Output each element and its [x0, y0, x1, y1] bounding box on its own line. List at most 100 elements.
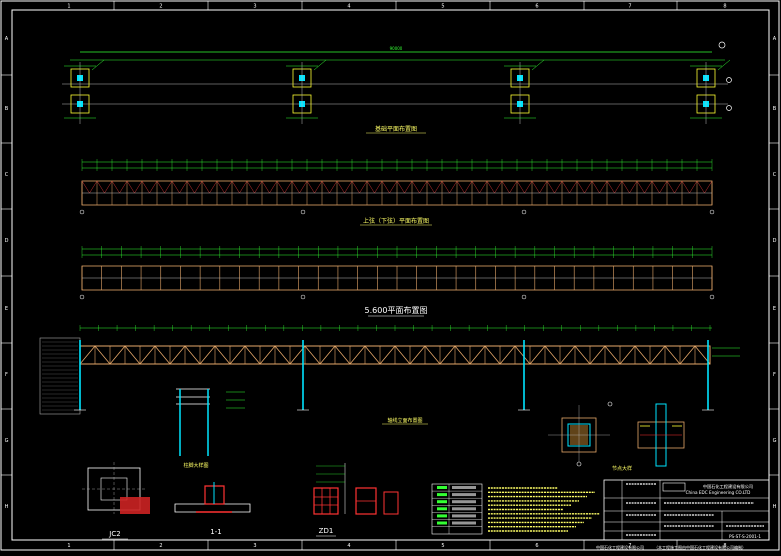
truss-diagonal: [499, 345, 516, 365]
leader-line: [717, 59, 731, 71]
schedule-cell-mark: [437, 486, 447, 489]
web-member: [644, 180, 653, 194]
truss-diagonal: [94, 345, 111, 365]
column-tick-label: 4: [347, 4, 350, 10]
jc2-label: JC2: [108, 530, 120, 538]
web-member: [321, 180, 330, 194]
row-tick-label: F: [773, 372, 776, 378]
web-member: [261, 180, 270, 194]
truss-diagonal: [139, 345, 156, 365]
plan1-title: 基础平面布置图: [375, 125, 417, 133]
web-member: [674, 180, 683, 194]
truss-diagonal: [454, 345, 471, 365]
section-11-label: 1-1: [210, 528, 221, 536]
web-member: [374, 180, 383, 194]
row-tick-label: G: [5, 438, 9, 444]
truss-diagonal: [379, 345, 396, 365]
foundation-plan: 90000 基础平面布置图: [62, 41, 732, 134]
axis-bubble: [718, 41, 726, 49]
web-member: [434, 180, 443, 194]
web-member: [599, 180, 608, 194]
truss-diagonal: [439, 345, 456, 365]
web-member: [179, 180, 188, 194]
truss-diagonal: [229, 345, 246, 365]
truss-diagonal: [349, 345, 366, 365]
truss-diagonal: [214, 345, 231, 365]
truss-diagonal: [169, 345, 186, 365]
company-name-cn: 中国石化工程建设有限公司: [703, 483, 753, 490]
leader-line: [91, 59, 105, 71]
web-member: [509, 180, 518, 194]
web-member: [516, 180, 525, 194]
truss-diagonal: [319, 345, 336, 365]
column-tick-label: 3: [253, 4, 256, 10]
truss-diagonal: [274, 345, 291, 365]
axis-bubble: [521, 209, 527, 215]
truss-diagonal: [574, 345, 591, 365]
truss-diagonal: [124, 345, 141, 365]
web-member: [231, 180, 240, 194]
web-member: [704, 180, 713, 194]
schedule-cell-mark: [452, 486, 476, 489]
inner-border: [11, 9, 770, 541]
elevation-view: 轴线立面布置图: [39, 325, 740, 425]
web-member: [81, 180, 90, 194]
web-member: [494, 180, 503, 194]
web-member: [419, 180, 428, 194]
web-member: [486, 180, 495, 194]
truss-diagonal: [514, 345, 531, 365]
truss-diagonal: [259, 345, 276, 365]
axis-bubble: [521, 294, 527, 300]
web-member: [216, 180, 225, 194]
zd1-detail: ZD1: [313, 463, 399, 537]
truss-diagonal: [634, 345, 651, 365]
schedule-cell-mark: [452, 500, 476, 504]
title-block: 中国石化工程建设有限公司 China EDC Engineering CO.LT…: [603, 479, 770, 541]
web-member: [501, 180, 510, 194]
axis-bubble: [709, 209, 715, 215]
axis-bubble: [79, 209, 85, 215]
web-member: [464, 180, 473, 194]
truss-diagonal: [604, 345, 621, 365]
web-member: [629, 180, 638, 194]
web-member: [591, 180, 600, 194]
web-member: [539, 180, 548, 194]
row-tick-label: F: [5, 372, 8, 378]
web-member: [659, 180, 668, 194]
column-tick-label: 3: [253, 543, 256, 549]
company-name-en: China EDC Engineering CO.LTD: [686, 490, 751, 495]
node-detail-title: 节点大样: [612, 465, 632, 472]
column-tick-label: 8: [723, 543, 726, 549]
column-tick-label: 1: [67, 4, 70, 10]
web-member: [141, 180, 150, 194]
axis-bubble: [300, 209, 306, 215]
web-member: [561, 180, 570, 194]
schedule-cell-mark: [452, 514, 476, 518]
row-tick-label: E: [5, 306, 8, 312]
column-detail-title: 柱脚大样图: [183, 462, 208, 469]
web-member: [636, 180, 645, 194]
leader-line: [531, 59, 545, 71]
truss-diagonal: [184, 345, 201, 365]
truss-diagonal: [619, 345, 636, 365]
member-schedule-table: [431, 483, 483, 535]
web-member: [546, 180, 555, 194]
axis-bubble: [79, 294, 85, 300]
row-tick-label: D: [773, 238, 777, 244]
web-member: [111, 180, 120, 194]
web-member: [456, 180, 465, 194]
schedule-cell-mark: [437, 500, 447, 504]
column-tick-label: 8: [723, 4, 726, 10]
truss-diagonal: [664, 345, 681, 365]
schedule-cell-mark: [437, 521, 447, 525]
web-member: [351, 180, 360, 194]
section-1-1-detail: 1-1: [174, 482, 251, 536]
web-member: [359, 180, 368, 194]
row-tick-label: E: [773, 306, 776, 312]
leader-line: [313, 59, 327, 71]
chord-plan: 上弦（下弦）平面布置图: [79, 159, 715, 226]
web-member: [156, 180, 165, 194]
